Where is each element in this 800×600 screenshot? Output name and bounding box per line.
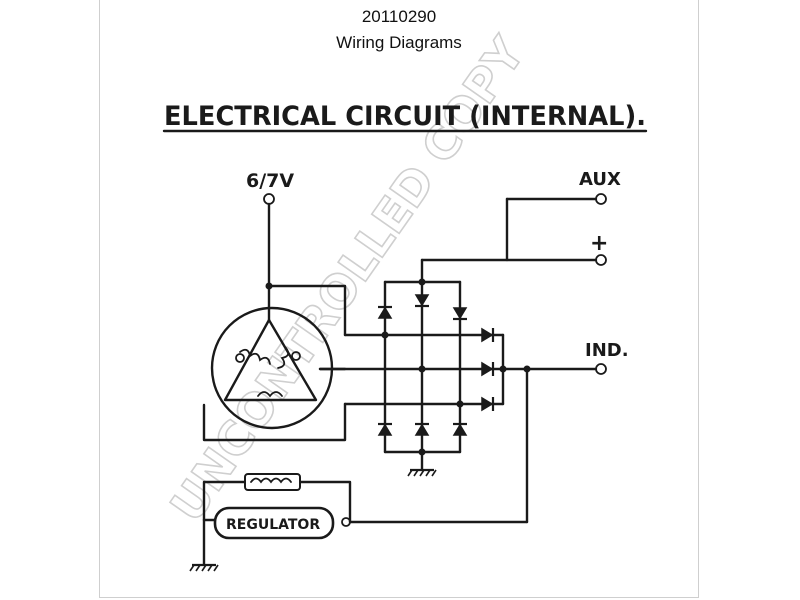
aux-terminal [595, 193, 607, 205]
diode-negative-1 [376, 422, 394, 437]
voltage-terminal [263, 193, 275, 205]
diode-negative-2 [413, 422, 431, 437]
diagram-title: ELECTRICAL CIRCUIT (INTERNAL). [164, 101, 646, 132]
rectifier-diodes [376, 293, 495, 437]
diode-trio-3 [480, 395, 495, 413]
regulator-label: REGULATOR [226, 517, 320, 533]
rotor-field-coil [244, 473, 301, 491]
aux-terminal-label: AUX [579, 169, 621, 190]
diode-negative-3 [451, 422, 469, 437]
diode-trio-2 [480, 360, 495, 378]
positive-terminal-label: + [590, 231, 608, 256]
diode-trio-1 [480, 326, 495, 344]
indicator-terminal [595, 363, 607, 375]
diode-positive-3 [451, 306, 469, 321]
regulator-ground [188, 563, 220, 573]
diode-positive-2 [413, 293, 431, 308]
indicator-terminal-label: IND. [585, 340, 629, 361]
page-subtitle: Wiring Diagrams [336, 33, 462, 52]
diode-positive-1 [376, 305, 394, 320]
stator-winding [210, 306, 334, 430]
junction-dots [265, 278, 531, 456]
rectifier-ground [406, 468, 438, 478]
voltage-terminal-label: 6/7V [246, 170, 294, 192]
regulator: REGULATOR [213, 506, 351, 540]
part-number: 20110290 [361, 7, 437, 26]
diagram-frame: 20110290 Wiring Diagrams [99, 0, 699, 598]
positive-terminal [595, 254, 607, 266]
